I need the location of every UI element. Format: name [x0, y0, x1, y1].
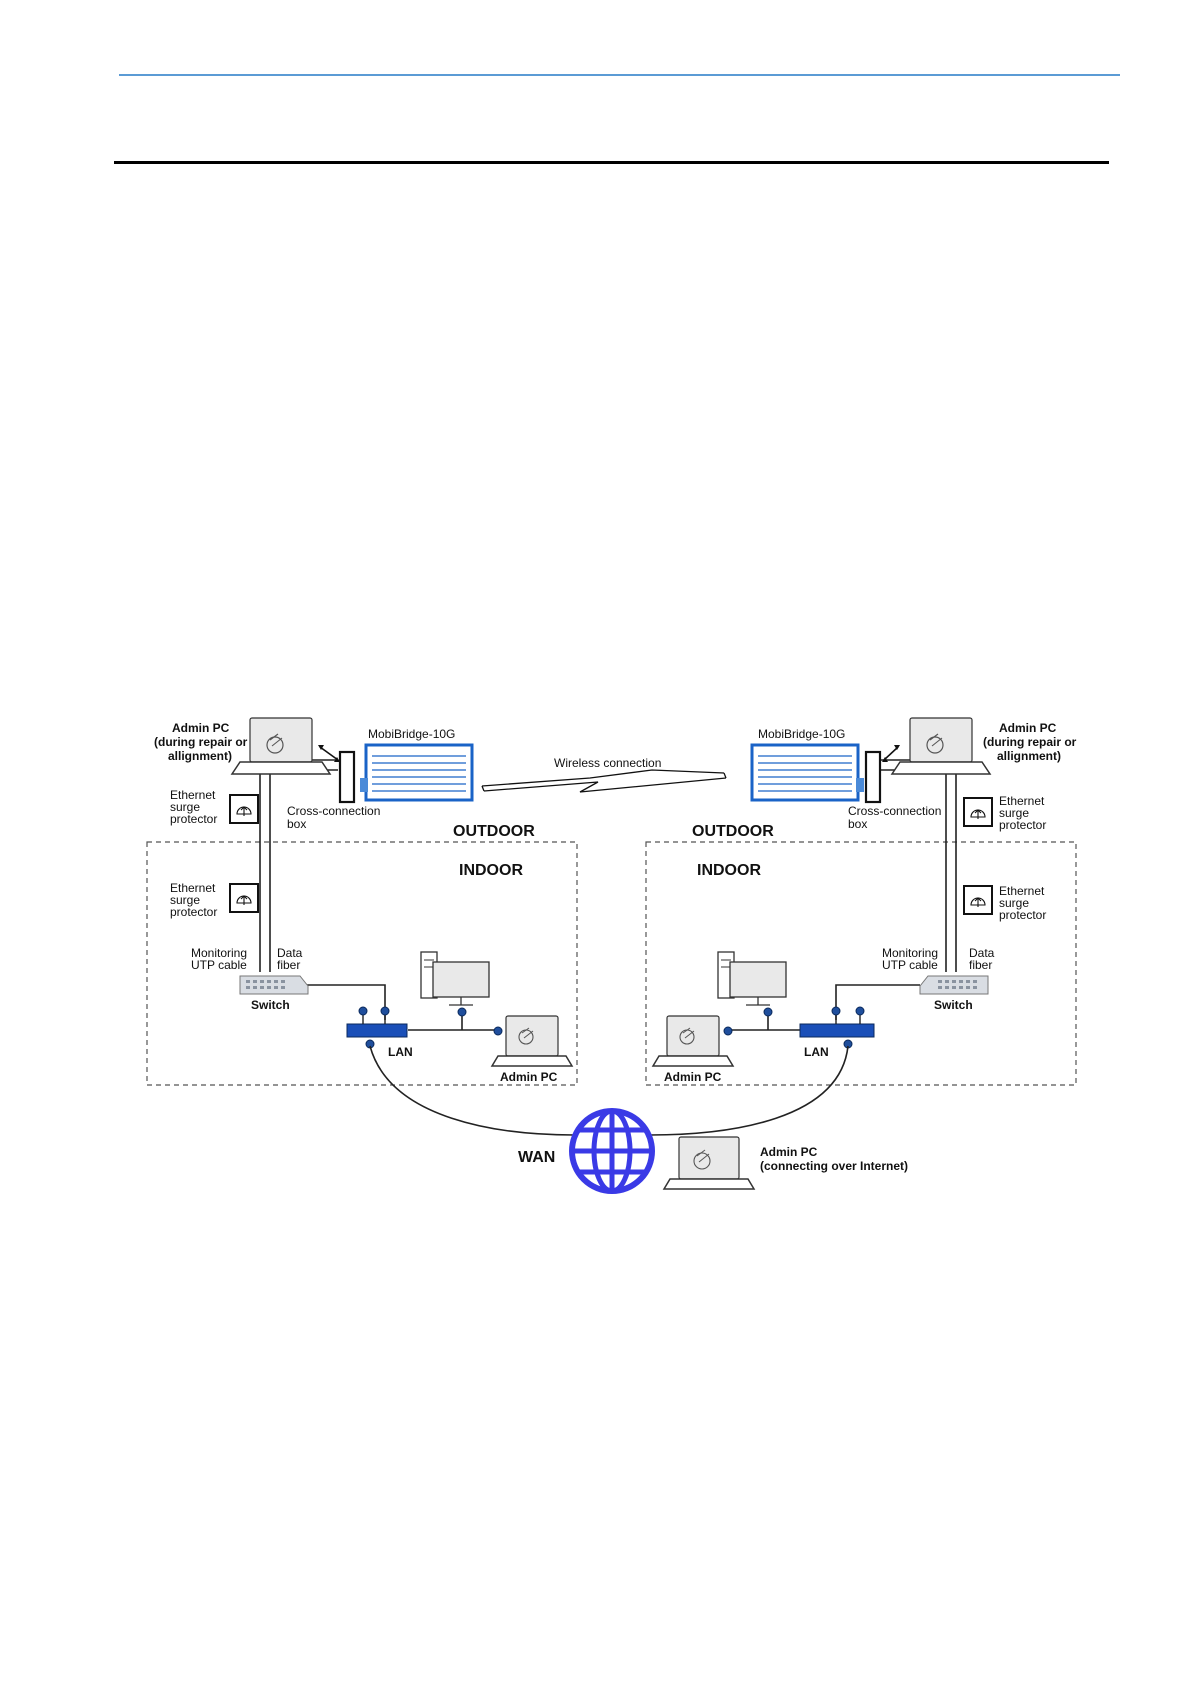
- monitoring-sub-right: UTP cable: [882, 958, 938, 972]
- desktop-computer-icon: [420, 951, 490, 1017]
- lan-label-right: LAN: [804, 1045, 829, 1059]
- surge-outdoor-label-left-3: protector: [170, 812, 217, 826]
- section-divider-rule: [114, 161, 1109, 164]
- admin-pc-field-sub2-left: allignment): [168, 749, 232, 763]
- mobibridge-device-left: [360, 743, 474, 802]
- admin-pc-internet-label: Admin PC: [760, 1145, 818, 1159]
- surge-indoor-label-right-3: protector: [999, 908, 1046, 922]
- switch-lan-link-right: [835, 984, 920, 1020]
- cross-connection-box-right: [864, 750, 882, 804]
- indoor-label-right: INDOOR: [697, 862, 761, 879]
- admin-pc-field-sub1-right: (during repair or: [983, 735, 1077, 749]
- wan-link-left: [369, 1045, 575, 1136]
- cross-box-label-right: Cross-connection: [848, 804, 941, 818]
- wireless-link-icon: [481, 769, 727, 793]
- surge-indoor-label-left-2: surge: [170, 893, 200, 907]
- mobibridge-label-left: MobiBridge-10G: [368, 727, 455, 741]
- desktop-computer-icon: [717, 951, 787, 1017]
- lan-label-left: LAN: [388, 1045, 413, 1059]
- surge-outdoor-label-right-3: protector: [999, 818, 1046, 832]
- laptop-icon: [651, 1015, 735, 1067]
- admin-pc-local-label-left: Admin PC: [500, 1070, 558, 1084]
- cross-connection-box-left: [338, 750, 356, 804]
- data-fiber-sub-left: fiber: [277, 958, 300, 972]
- surge-indoor-label-left-3: protector: [170, 905, 217, 919]
- outdoor-label-left: OUTDOOR: [453, 823, 535, 840]
- data-fiber-label-right: Data: [969, 946, 995, 960]
- laptop-icon: [230, 717, 332, 775]
- data-fiber-label-left: Data: [277, 946, 303, 960]
- surge-indoor-label-right-1: Ethernet: [999, 884, 1045, 898]
- wireless-connection-label: Wireless connection: [554, 756, 661, 770]
- laptop-icon: [890, 717, 992, 775]
- switch-left: [239, 975, 309, 995]
- surge-indoor-label-left-1: Ethernet: [170, 881, 216, 895]
- laptop-icon: [490, 1015, 574, 1067]
- data-fiber-left: [269, 769, 338, 972]
- switch-lan-link-left: [306, 984, 386, 1020]
- surge-outdoor-label-right-1: Ethernet: [999, 794, 1045, 808]
- admin-pc-internet-sub: (connecting over Internet): [760, 1159, 908, 1173]
- outdoor-label-right: OUTDOOR: [692, 823, 774, 840]
- globe-icon: [569, 1108, 655, 1194]
- monitoring-sub-left: UTP cable: [191, 958, 247, 972]
- switch-label-left: Switch: [251, 998, 290, 1012]
- lan-hub-left: [346, 1006, 408, 1049]
- surge-outdoor-label-left-2: surge: [170, 800, 200, 814]
- surge-outdoor-label-left-1: Ethernet: [170, 788, 216, 802]
- lan-hub-right: [799, 1006, 875, 1049]
- wan-label: WAN: [518, 1149, 555, 1166]
- mobibridge-device-right: [750, 743, 864, 802]
- surge-protector-icon: [963, 797, 993, 827]
- cross-box-sub-left: box: [287, 817, 306, 831]
- admin-pc-field-sub2-right: allignment): [997, 749, 1061, 763]
- data-fiber-sub-right: fiber: [969, 958, 992, 972]
- wan-link-right: [649, 1045, 849, 1136]
- surge-protector-icon: [963, 885, 993, 915]
- mobibridge-label-right: MobiBridge-10G: [758, 727, 845, 741]
- surge-protector-icon: [229, 794, 259, 824]
- monitoring-label-left: Monitoring: [191, 946, 247, 960]
- monitoring-cable-left: [259, 759, 338, 972]
- double-arrow-icon: [318, 745, 340, 762]
- surge-protector-icon: [229, 883, 259, 913]
- indoor-zone-left: [146, 841, 578, 1086]
- data-fiber-right: [880, 769, 947, 972]
- admin-pc-local-label-right: Admin PC: [664, 1070, 722, 1084]
- double-arrow-icon: [882, 745, 900, 762]
- cross-box-sub-right: box: [848, 817, 867, 831]
- header-rule: [119, 74, 1120, 76]
- surge-indoor-label-right-2: surge: [999, 896, 1029, 910]
- admin-pc-field-label-left: Admin PC: [172, 721, 230, 735]
- indoor-label-left: INDOOR: [459, 862, 523, 879]
- laptop-icon: [662, 1136, 756, 1190]
- indoor-zone-right: [645, 841, 1077, 1086]
- switch-right: [919, 975, 989, 995]
- cross-box-label-left: Cross-connection: [287, 804, 380, 818]
- surge-outdoor-label-right-2: surge: [999, 806, 1029, 820]
- admin-pc-field-label-right: Admin PC: [999, 721, 1057, 735]
- monitoring-label-right: Monitoring: [882, 946, 938, 960]
- monitoring-cable-right: [880, 759, 957, 972]
- switch-label-right: Switch: [934, 998, 973, 1012]
- admin-pc-field-sub1-left: (during repair or: [154, 735, 248, 749]
